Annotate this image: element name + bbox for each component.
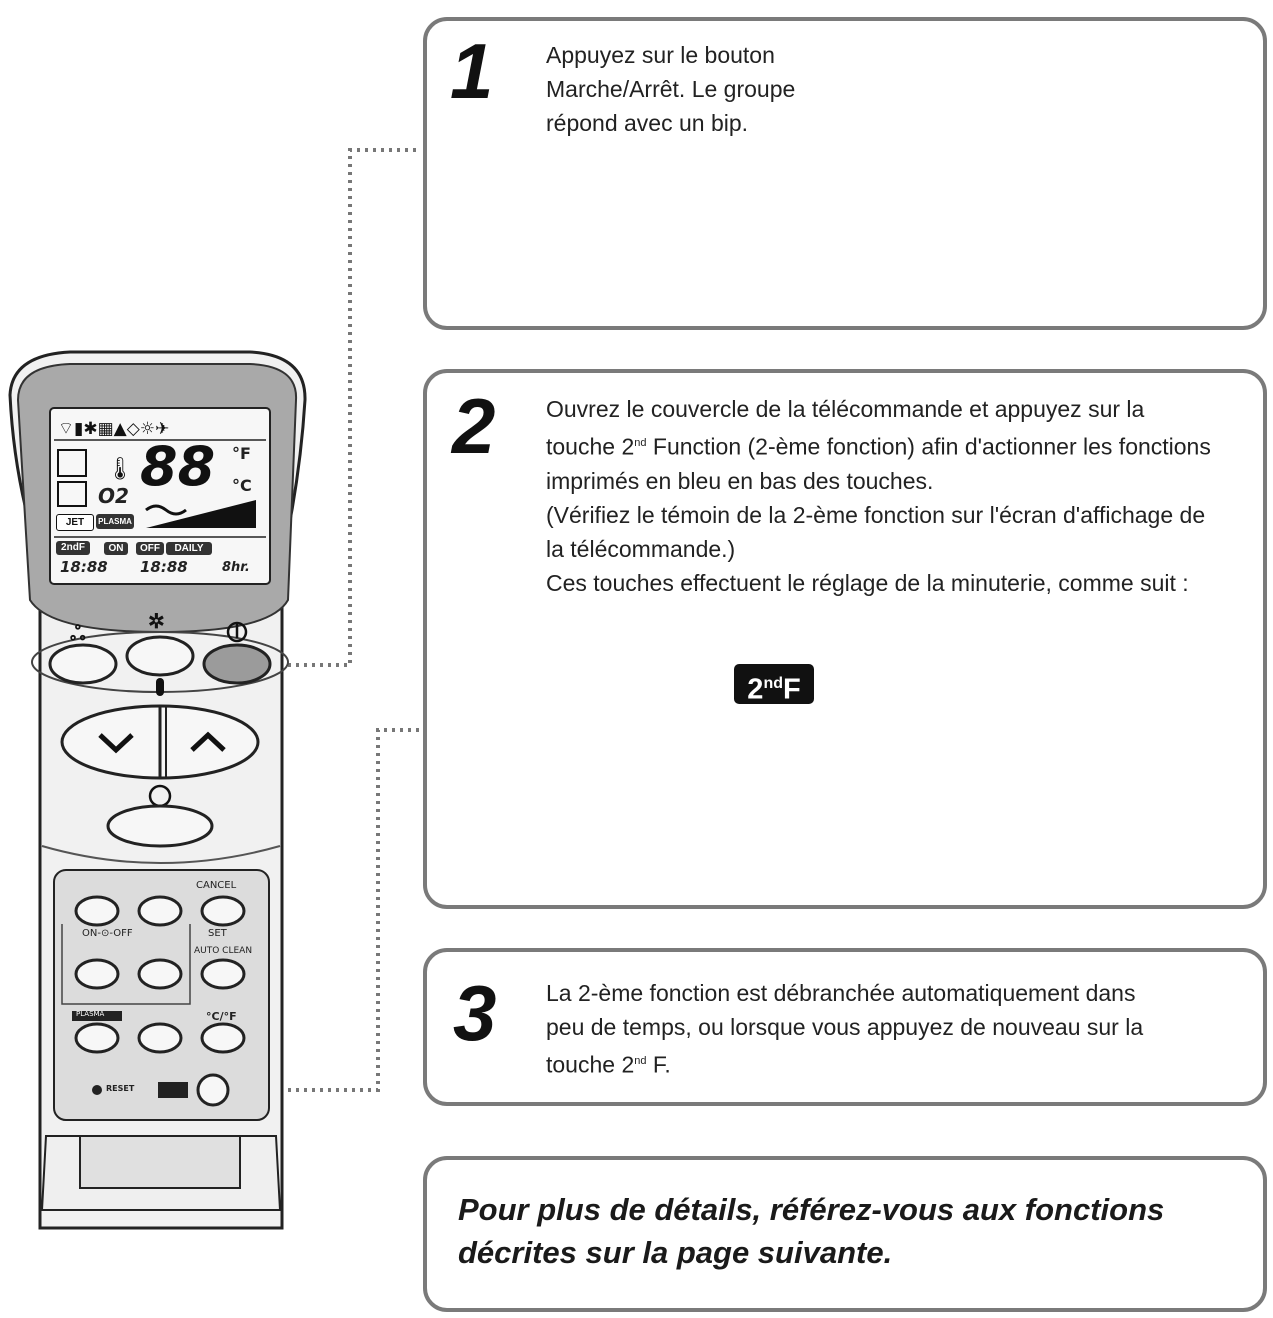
step2-box — [423, 369, 1267, 909]
cancel-label: CANCEL — [196, 880, 237, 891]
lower-panel — [53, 869, 270, 1121]
lcd-unit-f: °F — [232, 444, 251, 463]
remote-swing-button — [125, 635, 195, 677]
chevron-up-icon — [190, 731, 226, 752]
step2-line1: Ouvrez le couvercle de la télécommande e… — [546, 396, 1145, 422]
step3-line3: touche 2nd F. — [546, 1051, 671, 1078]
note-box — [423, 1156, 1267, 1312]
lcd-time-off: 18:88 — [140, 558, 188, 576]
step2-text: Ouvrez le couvercle de la télécommande e… — [546, 392, 1258, 600]
lcd-o2: O2 — [98, 484, 129, 508]
step3-line2: peu de temps, ou lorsque vous appuyez de… — [546, 1014, 1144, 1040]
remote-mode-button — [48, 643, 118, 685]
remote-power-button — [202, 643, 272, 685]
step3-line1: La 2-ème fonction est débranchée automat… — [546, 980, 1136, 1006]
lcd-on: ON — [104, 542, 128, 555]
remote-fan-button — [106, 804, 214, 848]
step2-line4: (Vérifiez le témoin de la 2-ème fonction… — [546, 501, 1206, 528]
step2-line2: touche 2nd Function (2-ème fonction) afi… — [546, 433, 1211, 460]
connector-line-2ndf — [232, 728, 421, 1092]
lcd-unit-c: °C — [232, 476, 252, 495]
lcd-temp: 88 — [140, 435, 216, 498]
lcd-time-on: 18:88 — [60, 558, 108, 576]
chevron-down-icon — [98, 733, 134, 754]
note-text: Pour plus de détails, référez-vous aux f… — [458, 1188, 1164, 1274]
note-line1: Pour plus de détails, référez-vous aux f… — [458, 1192, 1165, 1227]
step2-line6: Ces touches effectuent le réglage de la … — [546, 569, 1189, 596]
step2-line3: imprimés en bleu en bas des touches. — [546, 467, 934, 494]
step1-text: Appuyez sur le bouton Marche/Arrêt. Le g… — [546, 42, 796, 136]
autoclean-label: AUTO CLEAN — [194, 946, 253, 956]
2ndf-badge: 2ndF — [734, 664, 814, 706]
lcd-2ndf: 2ndF — [56, 541, 90, 555]
svg-text:⌔▮✱▦▲◇☼✈: ⌔▮✱▦▲◇☼✈ — [58, 419, 169, 439]
cf-label: °C/°F — [206, 1010, 237, 1023]
step3-text: La 2-ème fonction est débranchée automat… — [546, 976, 1258, 1082]
remote-2ndf-button — [196, 1073, 230, 1107]
step2-line5: la télécommande.) — [546, 535, 736, 562]
lcd-daily: DAILY — [166, 542, 212, 555]
plasma-label: PLASMA — [76, 1010, 105, 1018]
step3-number: 3 — [453, 969, 497, 1057]
set-label: SET — [208, 928, 227, 939]
svg-text:✲: ✲ — [148, 611, 165, 633]
lcd-hours: 8hr. — [222, 560, 250, 575]
lcd-screen — [49, 407, 271, 585]
onoff-timer-label: ON-⊙-OFF — [82, 928, 133, 939]
step1-box — [423, 17, 1267, 330]
svg-text:ஃ: ஃ — [70, 623, 86, 645]
note-line2: décrites sur la page suivante. — [458, 1235, 893, 1270]
step3-box — [423, 948, 1267, 1106]
step1-number: 1 — [450, 27, 494, 115]
lcd-plasma: PLASMA — [96, 514, 134, 529]
reset-label: RESET — [106, 1084, 135, 1093]
lcd-jet: JET — [56, 514, 94, 531]
lcd-off: OFF — [136, 542, 164, 555]
step2-number: 2 — [452, 382, 496, 470]
svg-text:🌡: 🌡 — [106, 456, 134, 481]
